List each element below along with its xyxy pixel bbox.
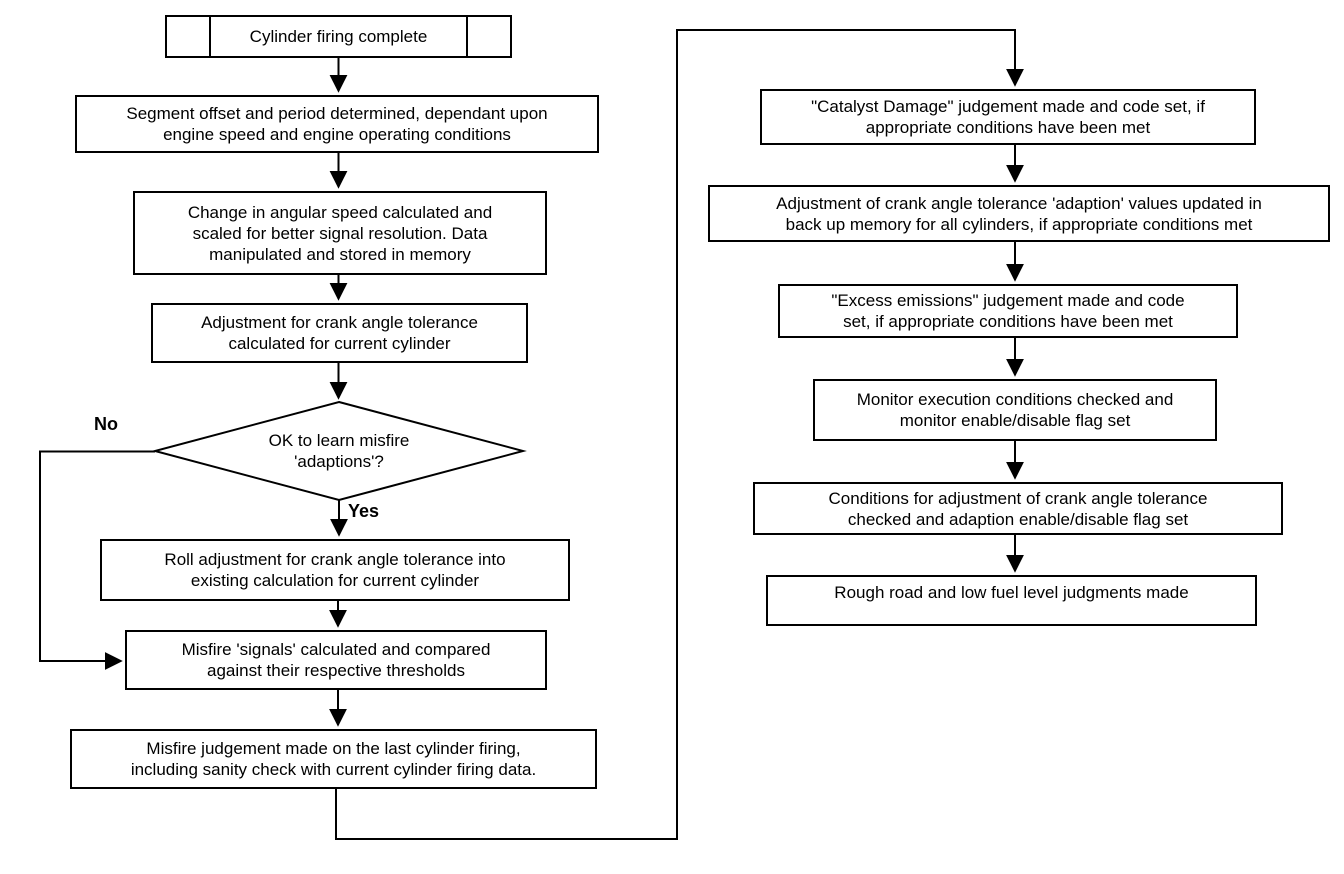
node-label: OK to learn misfire 'adaptions'? xyxy=(268,431,410,471)
node-label: Monitor execution conditions checked and… xyxy=(856,390,1174,430)
node-label: "Excess emissions" judgement made and co… xyxy=(831,291,1185,331)
node-label: Misfire 'signals' calculated and compare… xyxy=(181,640,491,680)
arrow-decision-no xyxy=(39,450,155,670)
node-label: Segment offset and period determined, de… xyxy=(126,104,548,144)
arrow-judgement-to-catalyst xyxy=(335,29,1024,840)
node-label: Cylinder firing complete xyxy=(249,27,428,46)
predefined-process-right-bar xyxy=(466,15,468,58)
predefined-process-left-bar xyxy=(209,15,211,58)
node-rough-road: Rough road and low fuel level judgments … xyxy=(766,575,1257,626)
node-crank-adjustment: Adjustment for crank angle tolerance cal… xyxy=(151,303,528,363)
node-excess-emissions: "Excess emissions" judgement made and co… xyxy=(778,284,1238,338)
decision-diamond xyxy=(151,400,527,502)
node-label: Change in angular speed calculated and s… xyxy=(187,202,493,264)
node-label: Adjustment of crank angle tolerance 'ada… xyxy=(776,193,1262,234)
node-angular-speed: Change in angular speed calculated and s… xyxy=(133,191,547,275)
node-adaption-conditions: Conditions for adjustment of crank angle… xyxy=(753,482,1283,535)
node-cylinder-firing-complete: Cylinder firing complete xyxy=(165,15,512,58)
node-label: Rough road and low fuel level judgments … xyxy=(834,583,1189,602)
edge-label-no: No xyxy=(94,414,118,434)
node-label: "Catalyst Damage" judgement made and cod… xyxy=(811,97,1205,137)
node-roll-adjustment: Roll adjustment for crank angle toleranc… xyxy=(100,539,570,601)
node-segment-offset: Segment offset and period determined, de… xyxy=(75,95,599,153)
node-label: Misfire judgement made on the last cylin… xyxy=(130,739,537,779)
node-label: Conditions for adjustment of crank angle… xyxy=(828,488,1208,529)
node-label: Adjustment for crank angle tolerance cal… xyxy=(201,313,478,353)
node-adaption-backup: Adjustment of crank angle tolerance 'ada… xyxy=(708,185,1330,242)
node-label: Roll adjustment for crank angle toleranc… xyxy=(164,550,506,590)
node-misfire-judgement: Misfire judgement made on the last cylin… xyxy=(70,729,597,789)
edge-label-yes: Yes xyxy=(348,501,380,521)
node-catalyst-damage: "Catalyst Damage" judgement made and cod… xyxy=(760,89,1256,145)
node-misfire-signals: Misfire 'signals' calculated and compare… xyxy=(125,630,547,690)
node-monitor-execution: Monitor execution conditions checked and… xyxy=(813,379,1217,441)
node-ok-to-learn-misfire: OK to learn misfire 'adaptions'? xyxy=(219,420,459,482)
